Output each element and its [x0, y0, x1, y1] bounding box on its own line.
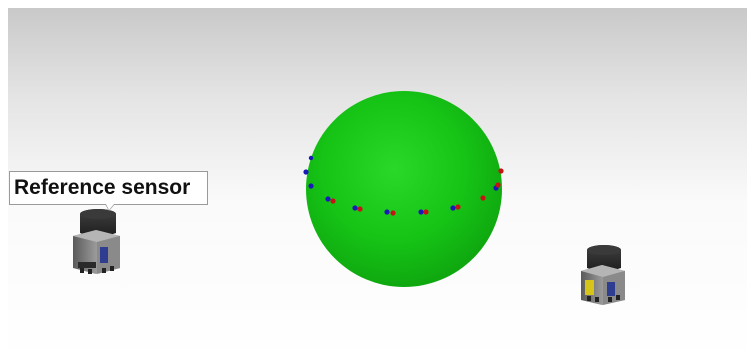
scan-point-red — [498, 168, 504, 174]
target-sphere — [306, 91, 502, 287]
scan-point-red — [480, 195, 486, 201]
scan-point-red — [455, 204, 461, 210]
scan-point-blue — [384, 209, 390, 215]
reference-sensor[interactable] — [73, 209, 120, 274]
scan-point-red — [423, 209, 429, 215]
scan-point-blue — [325, 196, 331, 202]
scan-point-red — [357, 206, 363, 212]
scan-point-blue — [308, 183, 314, 189]
scan-point-blue — [450, 205, 456, 211]
scan-point-blue — [418, 209, 424, 215]
second-sensor[interactable] — [581, 245, 625, 305]
callout-label: Reference sensor — [14, 176, 191, 199]
scan-point-blue — [308, 155, 314, 161]
scan-points — [303, 155, 504, 216]
scan-point-blue — [352, 205, 358, 211]
reference-sensor-callout: Reference sensor — [9, 171, 208, 205]
scan-point-red — [495, 182, 501, 188]
scan-point-red — [330, 198, 336, 204]
callout-tail-fill — [106, 204, 114, 210]
scan-point-red — [390, 210, 396, 216]
scan-point-blue — [303, 169, 309, 175]
